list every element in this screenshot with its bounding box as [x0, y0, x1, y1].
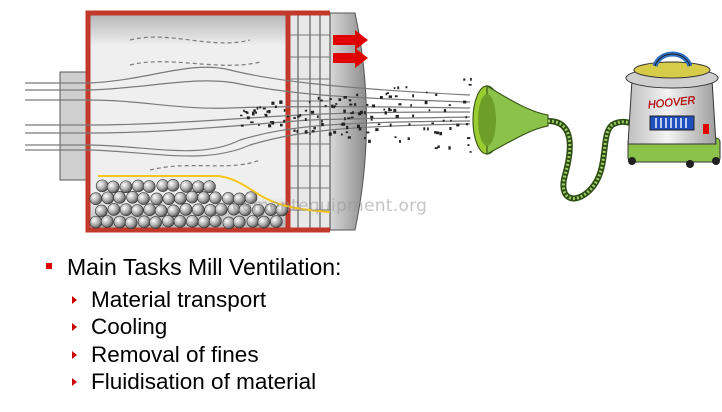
grinding-media [89, 179, 289, 230]
air-streamlines [25, 36, 471, 171]
mill-end-cap [329, 12, 367, 231]
sub-bullet: Fluidisation of material [72, 369, 341, 397]
bullet-square-icon [46, 262, 52, 269]
bullet-arrow-icon [72, 378, 77, 387]
watermark: cementequipment.org [232, 196, 428, 216]
bullet-list: Main Tasks Mill Ventilation: Material tr… [46, 252, 341, 396]
sub-bullet: Removal of fines [72, 341, 341, 369]
bullet-arrow-icon [72, 350, 77, 359]
suction-funnel [472, 84, 549, 155]
sub-bullet-text: Cooling [91, 314, 168, 340]
main-bullet-text: Main Tasks Mill Ventilation: [67, 253, 342, 280]
sub-bullet: Material transport [72, 286, 341, 314]
sub-bullet-text: Material transport [91, 286, 267, 312]
bullet-arrow-icon [72, 323, 77, 332]
vacuum-cleaner: HOOVER [625, 51, 721, 168]
charge-profile-line [98, 175, 331, 213]
vacuum-brand-label: HOOVER [647, 95, 696, 112]
sub-bullet: Cooling [72, 314, 341, 342]
mill-ventilation-illustration: HOOVER [25, 10, 721, 233]
sub-bullet-text: Removal of fines [91, 341, 259, 367]
air-flow-arrows-icon [333, 30, 368, 68]
main-bullet: Main Tasks Mill Ventilation: [46, 252, 341, 282]
dust-particles [240, 77, 472, 153]
sub-bullet-list: Material transport Cooling Removal of fi… [72, 286, 341, 396]
bullet-arrow-icon [72, 295, 77, 304]
sub-bullet-text: Fluidisation of material [91, 369, 317, 395]
vacuum-hose [547, 118, 635, 202]
